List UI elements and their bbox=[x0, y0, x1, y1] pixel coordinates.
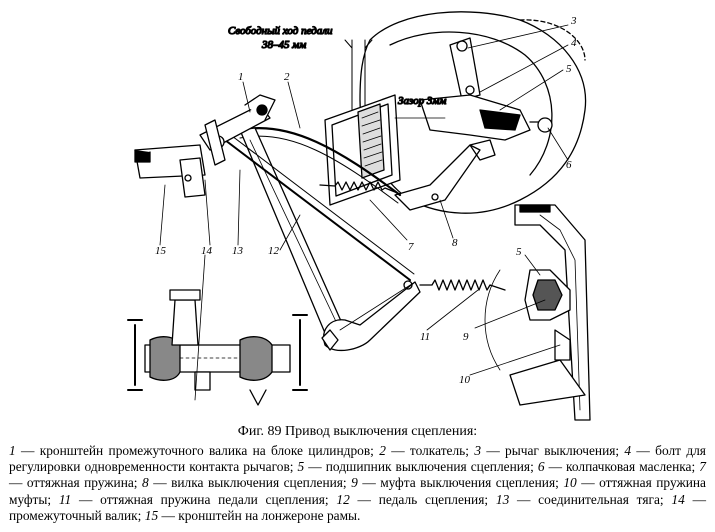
shaft-bracket-assembly bbox=[199, 94, 276, 166]
legend-item-text: соединительная тяга; bbox=[538, 491, 664, 507]
legend-number: 3 bbox=[474, 443, 482, 458]
figure-legend: 1 — кронштейн промежуточного валика на б… bbox=[9, 443, 706, 524]
return-spring bbox=[319, 181, 396, 193]
callout-15: 15 bbox=[155, 245, 167, 257]
callout-13: 13 bbox=[232, 245, 244, 257]
callout-12: 12 bbox=[268, 245, 280, 257]
clutch-drive-figure: Свободный ход педали 38–45 мм Зазор 3мм … bbox=[127, 11, 591, 421]
engine-block-plate bbox=[324, 39, 401, 206]
legend-number: 9 bbox=[351, 475, 358, 491]
callout-1: 1 bbox=[238, 71, 244, 83]
connecting-rod bbox=[224, 135, 415, 281]
free-play-value: 38–45 мм bbox=[261, 39, 306, 51]
legend-number: 1 bbox=[9, 443, 16, 458]
intermediate-shaft-detail bbox=[127, 289, 308, 406]
callout-6: 6 bbox=[566, 159, 572, 171]
callout-9: 9 bbox=[463, 331, 469, 343]
callout-2: 2 bbox=[284, 71, 290, 83]
legend-number: 12 bbox=[336, 491, 350, 507]
legend-text: 1 — кронштейн промежуточного валика на б… bbox=[9, 443, 706, 523]
legend-number: 13 bbox=[495, 491, 510, 507]
figure-caption: Фиг. 89 Привод выключения сцепления: bbox=[237, 424, 478, 439]
legend-item-text: промежуточный валик; bbox=[9, 507, 142, 523]
legend-number: 7 bbox=[699, 459, 706, 475]
callout-8: 8 bbox=[452, 237, 458, 249]
legend-item-text: кронштейн промежуточного валика на блоке… bbox=[39, 443, 374, 458]
legend-number: 10 bbox=[563, 475, 577, 491]
frame-bracket bbox=[134, 144, 206, 198]
callout-5-side: 5 bbox=[516, 246, 522, 258]
legend-item-text: оттяжная пружина муфты; bbox=[9, 475, 706, 507]
legend-number: 4 bbox=[624, 443, 632, 458]
callout-5: 5 bbox=[566, 63, 572, 75]
callout-10: 10 bbox=[459, 374, 471, 386]
legend-item-text: подшипник выключения сцепления; bbox=[325, 459, 534, 475]
legend-item-text: кронштейн на лонжероне рамы. bbox=[178, 507, 361, 523]
legend-item-text: толкатель; bbox=[409, 443, 470, 458]
callout-7: 7 bbox=[408, 241, 414, 253]
release-lever bbox=[419, 37, 553, 141]
callout-11: 11 bbox=[420, 331, 430, 343]
legend-item-text: болт для регулировки одновременности кон… bbox=[9, 443, 706, 475]
legend-number: 6 bbox=[537, 459, 545, 475]
legend-number: 2 bbox=[379, 443, 386, 458]
clutch-pedal bbox=[239, 127, 421, 352]
pedal-return-spring bbox=[419, 279, 506, 291]
legend-number: 15 bbox=[144, 507, 159, 523]
legend-item-text: оттяжная пружина; bbox=[26, 475, 138, 491]
legend-item-text: вилка выключения сцепления; bbox=[171, 475, 347, 491]
legend-number: 5 bbox=[297, 459, 305, 475]
leader-lines bbox=[159, 24, 569, 401]
legend-item-text: оттяжная пружина педали сцепления; bbox=[100, 491, 329, 507]
legend-number: 11 bbox=[58, 491, 72, 507]
callout-14: 14 bbox=[201, 245, 213, 257]
release-fork bbox=[394, 139, 496, 211]
gap-label: Зазор 3мм bbox=[398, 95, 446, 107]
legend-item-text: колпачковая масленка; bbox=[566, 459, 696, 475]
callout-3: 3 bbox=[570, 15, 577, 27]
free-play-label: Свободный ход педали bbox=[228, 25, 333, 37]
side-view-detail bbox=[484, 204, 591, 421]
legend-number: 8 bbox=[142, 475, 149, 491]
legend-item-text: рычаг выключения; bbox=[505, 443, 620, 458]
callout-4: 4 bbox=[571, 37, 577, 49]
legend-item-text: муфта выключения сцепления; bbox=[380, 475, 559, 491]
legend-number: 14 bbox=[671, 491, 685, 507]
legend-item-text: педаль сцепления; bbox=[378, 491, 489, 507]
